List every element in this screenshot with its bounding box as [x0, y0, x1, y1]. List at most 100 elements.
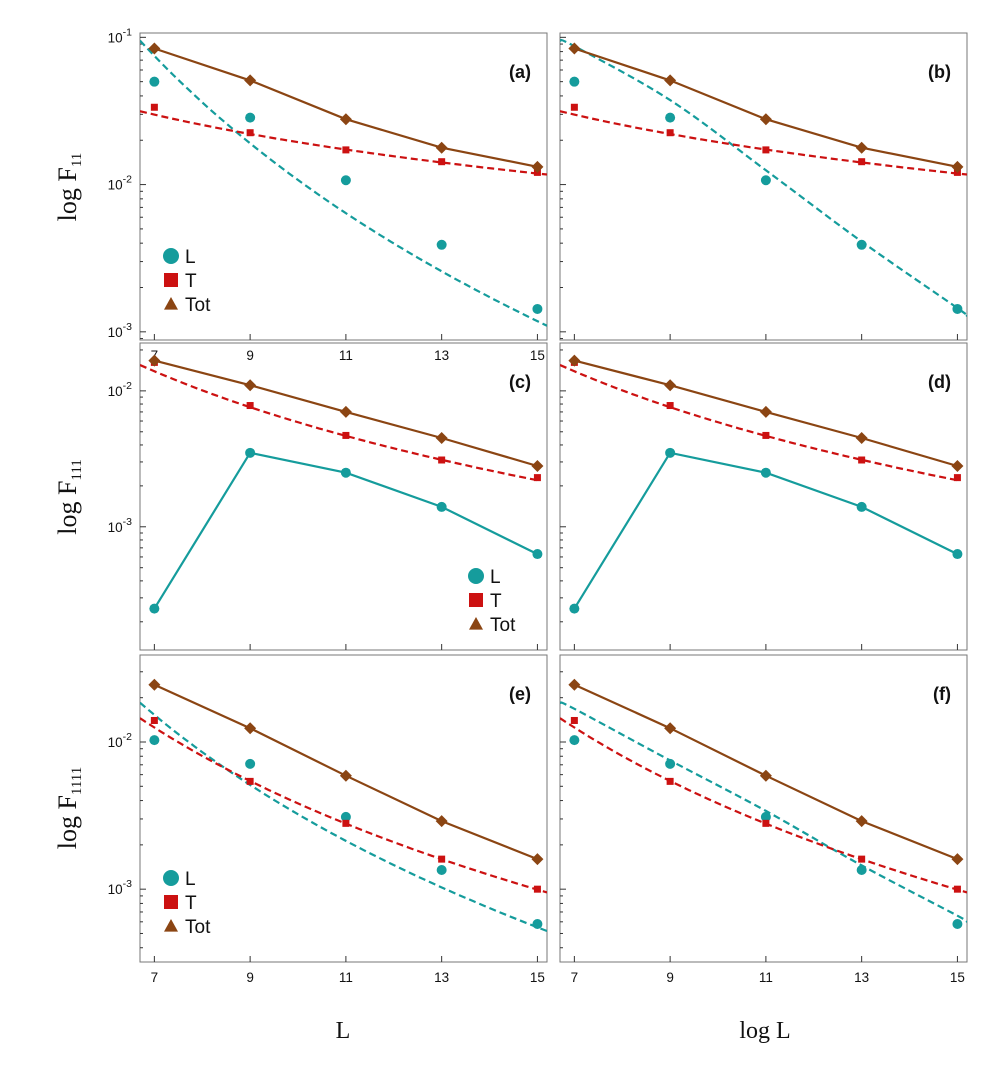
point-t: [246, 777, 254, 785]
point-l: [760, 175, 771, 186]
point-tot: [855, 815, 868, 828]
y-tick-label: 10-1: [108, 26, 133, 45]
point-l: [436, 501, 447, 512]
point-l: [856, 864, 867, 875]
point-l: [340, 811, 351, 822]
point-l: [569, 76, 580, 87]
plot-frame: [139, 654, 548, 963]
fit-line-l: [560, 701, 967, 923]
point-tot: [664, 379, 677, 392]
point-l: [532, 918, 543, 929]
point-tot: [244, 722, 257, 735]
x-tick-label: 11: [339, 348, 353, 363]
point-t: [342, 431, 350, 439]
point-tot: [759, 405, 772, 418]
plot-frame: [139, 32, 548, 341]
x-axis-label-right: log L: [739, 1018, 790, 1044]
panel-label: (c): [509, 372, 531, 392]
legend-label: T: [185, 893, 197, 914]
y-tick-label: 10-2: [108, 174, 133, 193]
point-l: [760, 811, 771, 822]
y-tick-label: 10-2: [108, 731, 133, 750]
y-tick-label: 10-2: [108, 380, 133, 399]
point-t: [762, 819, 770, 827]
x-axis-label-left: L: [336, 1018, 351, 1044]
point-l: [665, 447, 676, 458]
point-tot: [951, 160, 964, 173]
point-t: [438, 158, 446, 166]
point-tot: [568, 354, 581, 367]
point-tot: [855, 141, 868, 154]
point-tot: [531, 160, 544, 173]
plot-frame: [559, 654, 968, 963]
legend-marker-l: [468, 568, 484, 584]
plot-area: [560, 678, 967, 929]
legend-marker-t: [469, 593, 483, 607]
legend-label: L: [185, 247, 196, 268]
point-tot: [339, 769, 352, 782]
point-l: [436, 864, 447, 875]
plot-area: [560, 354, 964, 614]
point-t: [666, 129, 674, 137]
legend-label: T: [185, 271, 197, 292]
panel-label: (b): [928, 62, 951, 82]
point-tot: [759, 113, 772, 126]
fit-line-t: [140, 363, 538, 482]
point-t: [533, 474, 541, 482]
x-tick-label: 7: [151, 970, 159, 985]
point-tot: [951, 460, 964, 473]
panel-label: (f): [933, 684, 951, 704]
point-l: [340, 467, 351, 478]
y-tick-label: 10-3: [108, 516, 133, 535]
point-tot: [148, 354, 161, 367]
point-tot: [339, 113, 352, 126]
x-tick-label: 13: [434, 348, 449, 363]
legend-label: L: [185, 869, 196, 890]
point-tot: [951, 853, 964, 866]
point-tot: [148, 678, 161, 691]
point-t: [438, 456, 446, 464]
point-l: [436, 239, 447, 250]
point-l: [665, 758, 676, 769]
legend-label: L: [490, 567, 501, 588]
point-l: [532, 303, 543, 314]
y-tick-label: 10-3: [108, 321, 133, 340]
point-l: [952, 918, 963, 929]
x-tick-label: 9: [246, 970, 254, 985]
legend-label: Tot: [185, 917, 211, 938]
plot-area: [140, 39, 547, 327]
point-tot: [568, 678, 581, 691]
fit-line-l: [140, 39, 547, 327]
point-tot: [531, 460, 544, 473]
x-tick-label: 7: [571, 970, 579, 985]
point-l: [569, 603, 580, 614]
point-tot: [664, 722, 677, 735]
point-l: [245, 758, 256, 769]
point-tot: [759, 769, 772, 782]
legend-marker-tot: [164, 297, 178, 310]
point-l: [952, 549, 963, 560]
point-t: [858, 855, 866, 863]
panel-label: (e): [509, 684, 531, 704]
point-t: [762, 146, 770, 154]
panel-d: (d): [559, 342, 968, 651]
point-t: [570, 103, 578, 111]
panels: 10-110-210-379111315(a)LTTot(b)10-210-3(…: [108, 26, 968, 985]
point-t: [342, 819, 350, 827]
point-tot: [244, 379, 257, 392]
point-t: [246, 402, 254, 410]
legend: LT Tot: [163, 869, 211, 938]
point-tot: [435, 432, 448, 445]
legend-marker-t: [164, 895, 178, 909]
point-l: [245, 447, 256, 458]
point-t: [150, 103, 158, 111]
point-l: [532, 549, 543, 560]
fit-line-t: [560, 363, 958, 482]
x-tick-label: 11: [759, 970, 773, 985]
fit-line-t: [140, 110, 547, 176]
